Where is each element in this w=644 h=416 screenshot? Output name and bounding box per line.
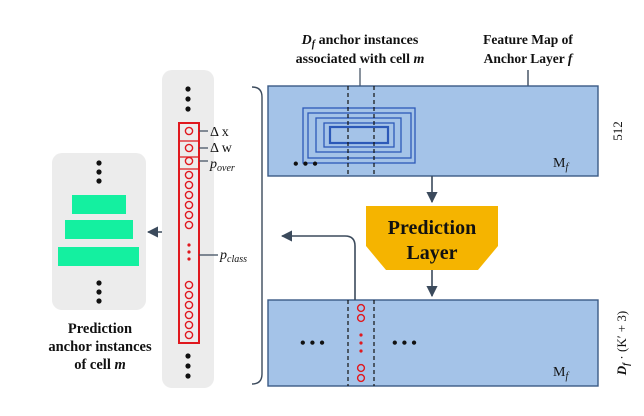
anchor-instances-line-2: associated with cell m — [296, 52, 425, 67]
feature-map-annotation: Feature Map of Anchor Layer f — [483, 32, 574, 66]
vector-top-dots — [185, 86, 191, 112]
bottom-feature-map: • • • • • • Mf — [267, 299, 599, 387]
output-panel-bottom-dots — [96, 280, 102, 304]
anchor-instances-line-1: Df anchor instances — [301, 33, 419, 50]
output-bar-1 — [72, 195, 126, 214]
output-panel — [52, 153, 146, 310]
vector-ticks — [199, 130, 218, 256]
caption-line-3: of cell m — [74, 357, 126, 373]
prediction-layer: Prediction Layer — [366, 206, 498, 270]
bottom-cell-vector — [356, 303, 366, 383]
prediction-vector — [178, 122, 200, 344]
bottom-cell-vector-dots — [359, 333, 363, 353]
vector-middle-dots — [187, 243, 191, 261]
feature-map-line-1: Feature Map of — [483, 32, 573, 47]
output-panel-top-dots — [96, 160, 102, 184]
bottom-map-ellipsis-left: • • • — [300, 335, 325, 352]
caption-line-1: Prediction — [68, 321, 132, 337]
top-map-dimension: 512 — [610, 121, 625, 141]
vector-labels: Δ x Δ w pover pclass — [209, 125, 247, 265]
bottom-map-label: Mf — [553, 365, 569, 382]
vector-elements — [184, 126, 194, 340]
bottom-map-ellipsis-right: • • • — [392, 335, 417, 352]
arrow-cell-to-class — [280, 230, 356, 300]
delta-x-label: Δ x — [210, 125, 229, 140]
bottom-map-dimension: Df · (K′ + 3) — [614, 311, 631, 376]
feature-map-line-2: Anchor Layer f — [484, 51, 574, 66]
top-feature-map: • • • Mf — [267, 85, 599, 177]
vector-bottom-dots — [185, 353, 191, 379]
caption-line-2: anchor instances — [48, 339, 152, 355]
prediction-layer-line-2: Layer — [406, 242, 457, 264]
p-class-label: pclass — [219, 248, 247, 265]
anchor-instances-annotation: Df anchor instances associated with cell… — [296, 33, 425, 67]
large-bracket — [251, 86, 263, 385]
top-map-ellipsis: • • • — [293, 156, 318, 173]
output-bar-3 — [58, 247, 139, 266]
output-caption: Prediction anchor instances of cell m — [48, 321, 152, 373]
anchor-boxes — [302, 107, 416, 164]
p-over-label: pover — [209, 157, 235, 174]
output-bar-2 — [65, 220, 133, 239]
delta-w-label: Δ w — [210, 141, 233, 156]
prediction-layer-line-1: Prediction — [388, 217, 477, 239]
vector-panel — [162, 70, 214, 388]
top-map-label: Mf — [553, 156, 569, 173]
